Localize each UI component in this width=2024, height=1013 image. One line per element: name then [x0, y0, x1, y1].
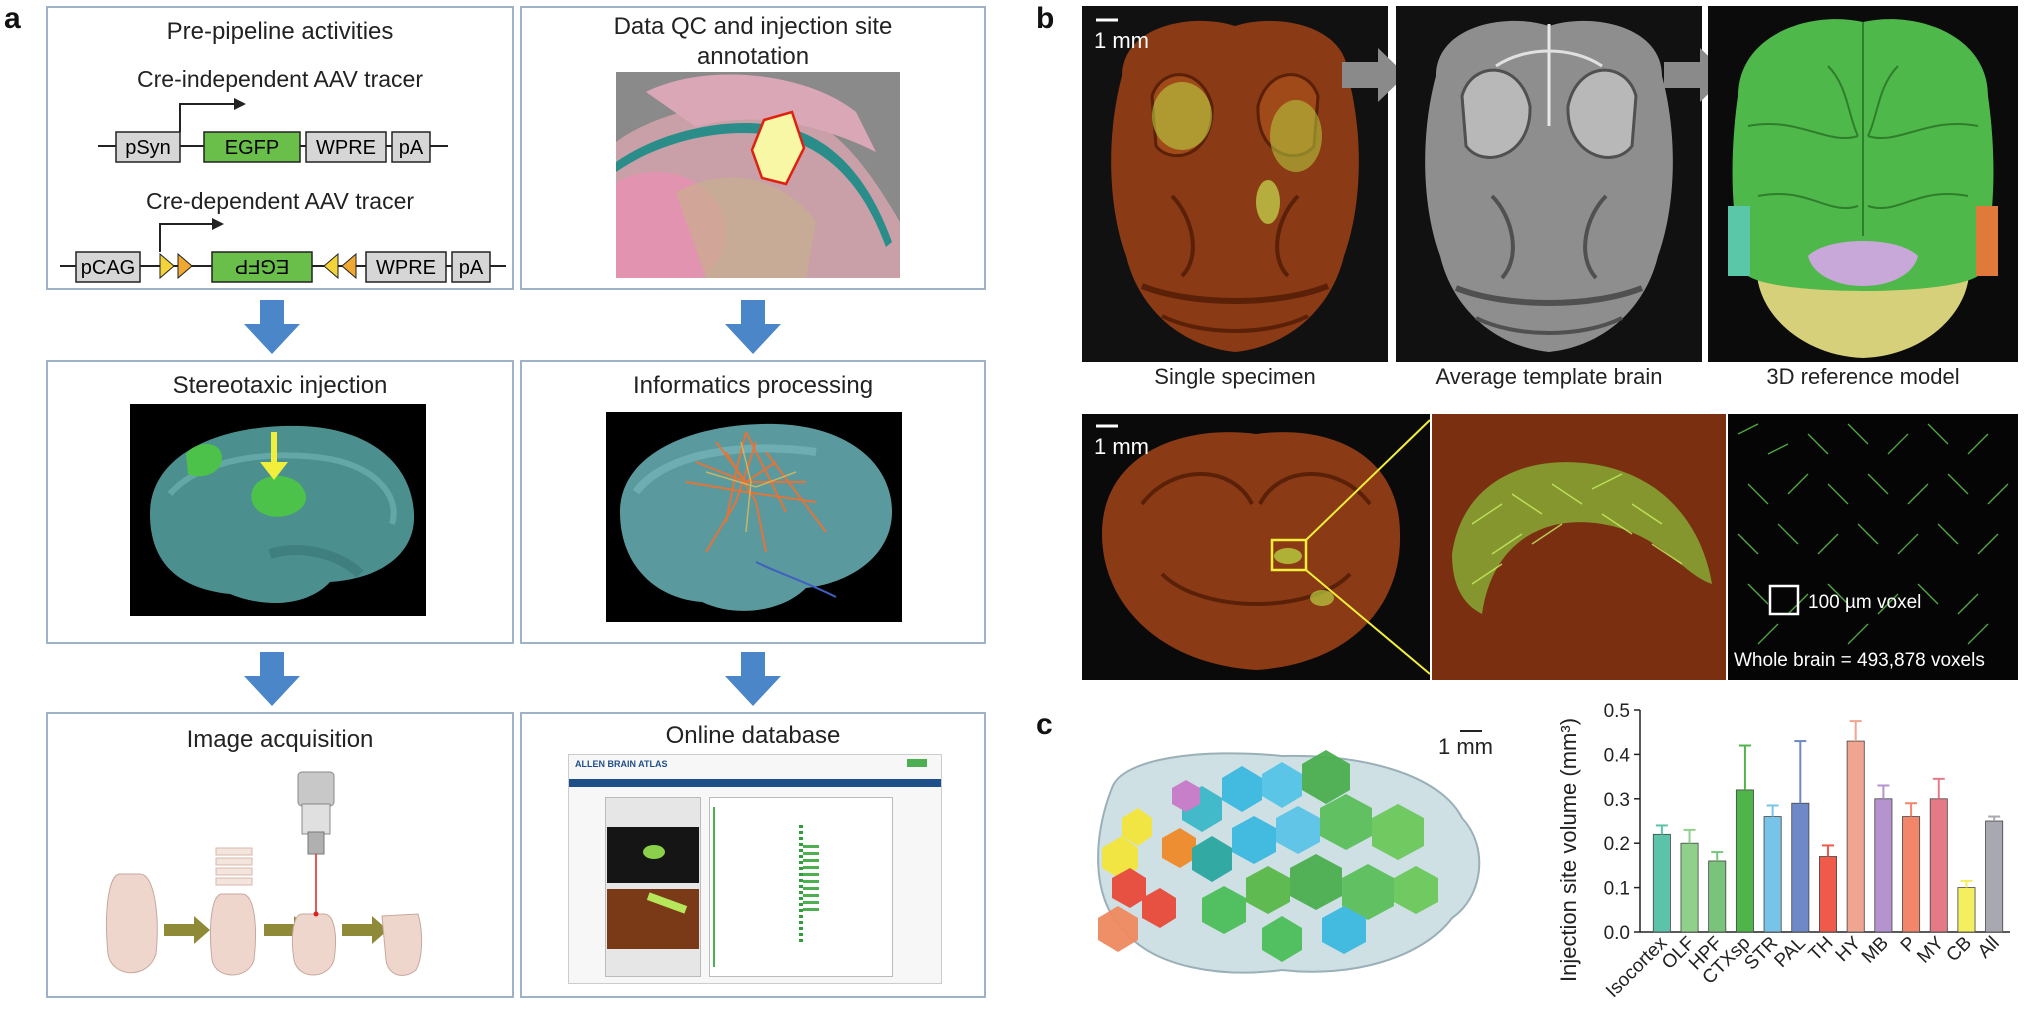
voxel-image — [1728, 414, 2018, 680]
single-specimen-image — [1082, 6, 1388, 362]
online-database-title: Online database — [665, 722, 841, 749]
image-acquisition-box: Image acquisition — [46, 712, 514, 998]
image-acquisition-diagram — [106, 771, 423, 976]
3d-reference-model-image — [1708, 6, 2018, 362]
bar-pal — [1791, 802, 1810, 933]
bar-my — [1929, 798, 1948, 933]
data-qc-box: Data QC and injection site annotation — [520, 6, 986, 290]
seg-wpre-2: WPRE — [376, 257, 436, 279]
x-tick-label: PAL — [1771, 933, 1810, 972]
pre-pipeline-box: Pre-pipeline activities Cre-independent … — [46, 6, 514, 290]
scalebar-1-label: 1 mm — [1094, 28, 1149, 53]
bar-ctxsp — [1735, 789, 1754, 933]
stereotaxic-box: Stereotaxic injection — [46, 360, 514, 644]
informatics-title: Informatics processing — [632, 372, 874, 399]
x-tick-label: MB — [1858, 933, 1893, 968]
y-tick-label: 0.3 — [1604, 790, 1630, 811]
caption-average-template: Average template brain — [1435, 364, 1663, 389]
coronal-section-image — [1082, 414, 1430, 680]
stereotaxic-brain-image — [130, 404, 426, 616]
injection-site-image — [616, 72, 900, 278]
bar-hy — [1846, 740, 1865, 933]
bar-mb — [1874, 798, 1893, 933]
panel-letter-c: c — [1036, 708, 1053, 741]
informatics-brain-image — [606, 412, 902, 622]
bar-p — [1902, 816, 1921, 933]
seg-egfp-inverted: EGFP — [235, 255, 289, 277]
scalebar-2-label: 1 mm — [1094, 434, 1149, 459]
flow-arrow-1 — [244, 300, 300, 354]
y-tick-label: 0.2 — [1604, 834, 1630, 855]
whole-brain-label: Whole brain = 493,878 voxels — [1734, 650, 1985, 671]
flow-arrow-3 — [244, 652, 300, 706]
y-tick-label: 0.5 — [1604, 701, 1630, 722]
flow-arrow-2 — [725, 300, 781, 354]
image-acquisition-title: Image acquisition — [186, 726, 374, 753]
y-tick-label: 0.4 — [1604, 745, 1631, 766]
bar-hpf — [1708, 860, 1727, 933]
average-template-image — [1396, 6, 1702, 362]
online-database-box: Online database ALLEN BRAIN ATLAS — [520, 712, 986, 998]
y-tick-label: 0.0 — [1604, 923, 1630, 944]
x-tick-label: CB — [1942, 933, 1976, 967]
seg-pa: pA — [399, 137, 424, 159]
cre-dependent-title: Cre-dependent AAV tracer — [145, 188, 415, 214]
gray-arrow-1 — [1342, 48, 1406, 102]
bar-all — [1985, 820, 2004, 933]
voxel-label: 100 µm voxel — [1808, 592, 1922, 613]
seg-egfp: EGFP — [225, 137, 279, 159]
scalebar-1: 1 mm — [1094, 18, 1149, 53]
panel-letter-b: b — [1036, 2, 1055, 35]
injection-sites-3d-image — [1097, 750, 1481, 974]
cre-dependent-construct: pCAG EGFP WPRE pA — [60, 218, 506, 283]
informatics-box: Informatics processing — [520, 360, 986, 644]
flow-arrow-4 — [725, 652, 781, 706]
bar-str — [1763, 816, 1782, 933]
seg-wpre: WPRE — [316, 137, 376, 159]
caption-3d-reference: 3D reference model — [1766, 364, 1960, 389]
pre-pipeline-title: Pre-pipeline activities — [166, 18, 394, 45]
caption-single-specimen: Single specimen — [1154, 364, 1316, 389]
bar-olf — [1680, 842, 1699, 933]
scalebar-2: 1 mm — [1094, 424, 1149, 459]
stereotaxic-title: Stereotaxic injection — [172, 372, 388, 399]
seg-pa-2: pA — [459, 257, 484, 279]
bar-cb — [1957, 887, 1976, 933]
cre-independent-title: Cre-independent AAV tracer — [137, 66, 423, 92]
x-tick-label: All — [1974, 933, 2004, 963]
injection-volume-chart: Injection site volume (mm³) 0.0 0.1 0.2 0.3… — [1556, 701, 2010, 1002]
database-screenshot: ALLEN BRAIN ATLAS — [568, 754, 942, 984]
panel-letter-a: a — [4, 2, 21, 35]
database-header: ALLEN BRAIN ATLAS — [575, 759, 668, 769]
zoomed-section-image — [1432, 414, 1726, 680]
scalebar-3-label: 1 mm — [1438, 734, 1493, 759]
seg-pcag: pCAG — [81, 257, 135, 279]
y-tick-label: 0.1 — [1604, 879, 1630, 900]
seg-psyn: pSyn — [125, 137, 171, 159]
bar-isocortex — [1652, 833, 1671, 933]
data-qc-title: Data QC and injection site annotation — [613, 13, 893, 70]
bar-th — [1819, 856, 1837, 933]
chart-ylabel: Injection site volume (mm³) — [1556, 718, 1581, 982]
cre-independent-construct: pSyn EGFP WPRE pA — [98, 98, 448, 163]
